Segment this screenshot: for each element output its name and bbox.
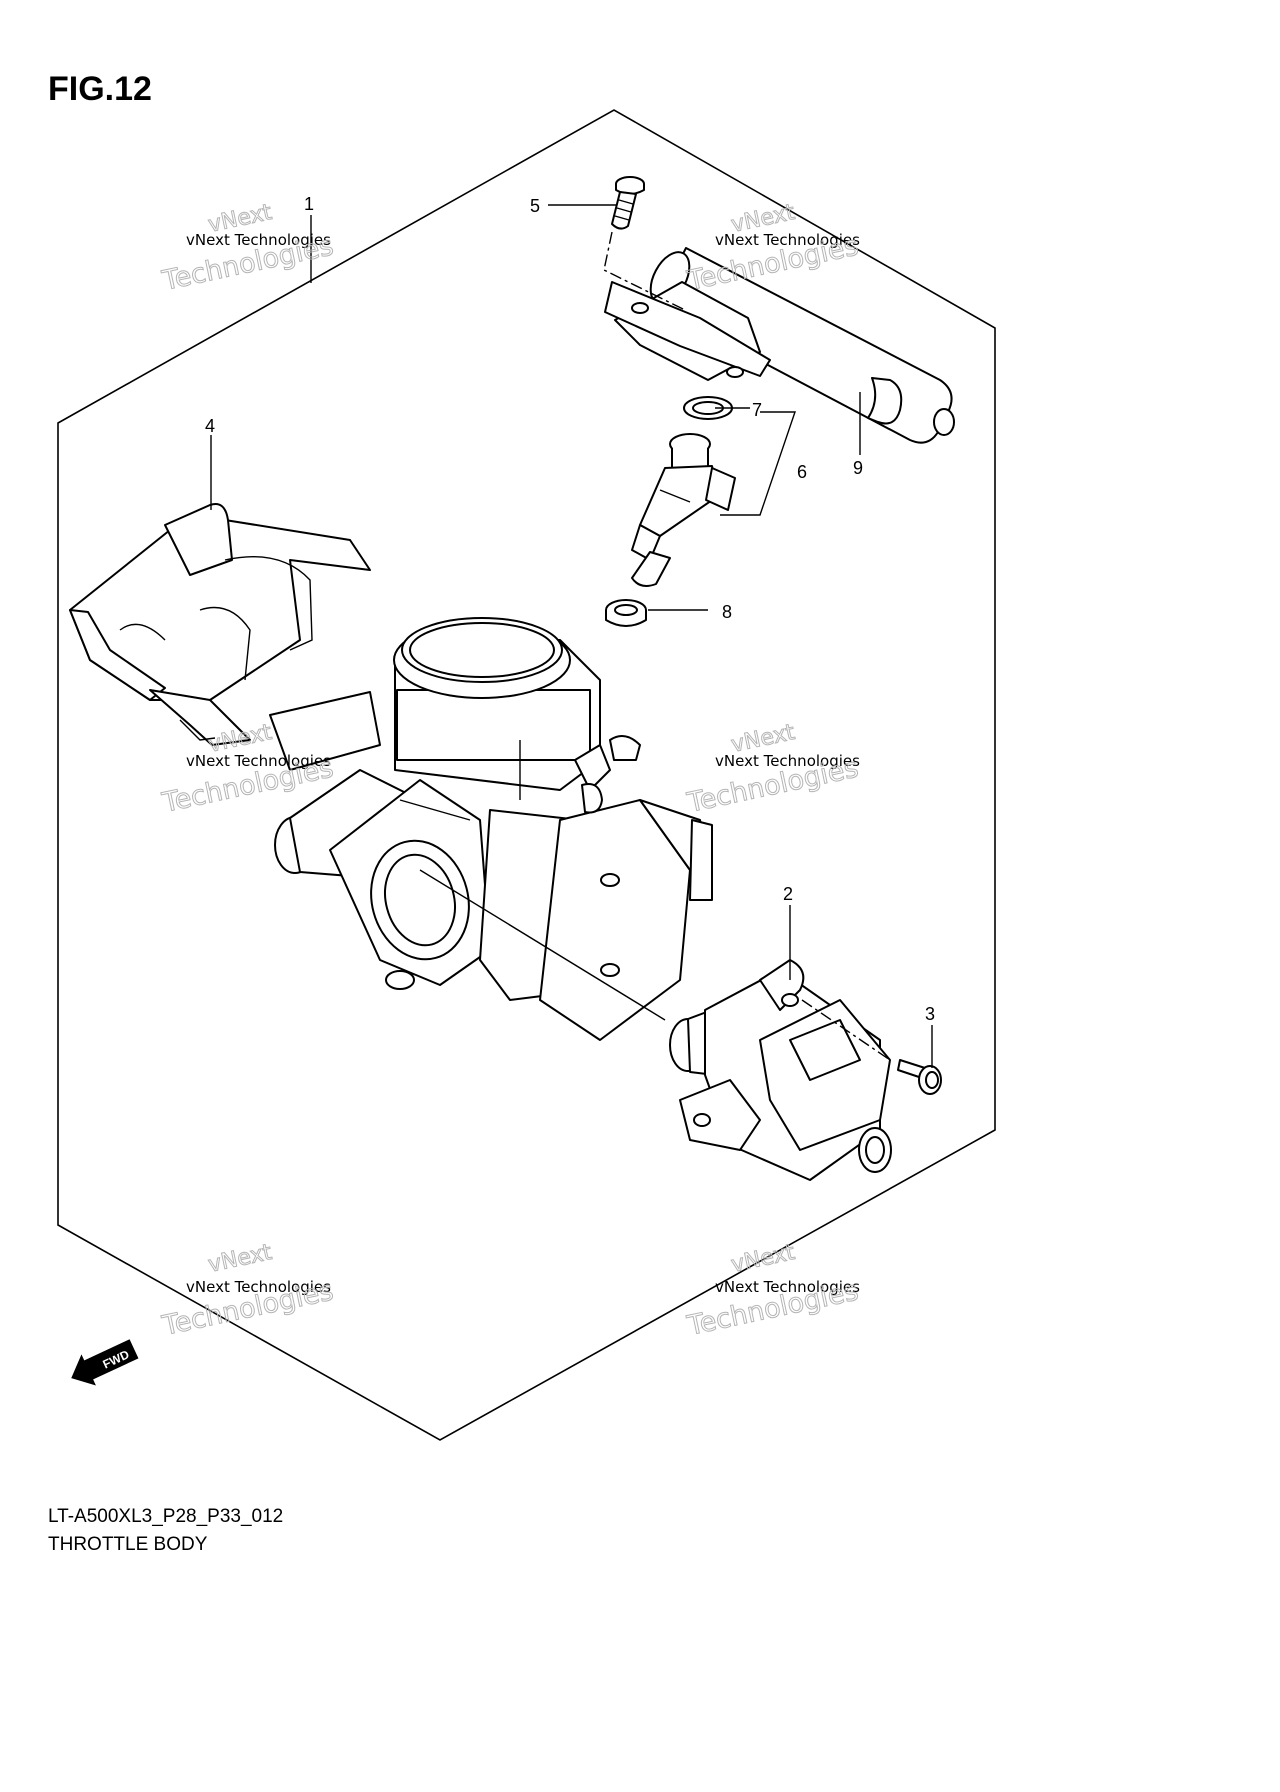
fuel-delivery-pipe xyxy=(604,247,955,444)
callout-numbers: 1 2 3 4 5 6 7 8 9 xyxy=(205,194,935,1024)
fwd-direction-arrow: FWD xyxy=(71,1339,139,1386)
axis-line xyxy=(419,869,666,1021)
callout-8: 8 xyxy=(722,602,732,622)
diagram-name-caption: THROTTLE BODY xyxy=(48,1534,208,1555)
callout-2: 2 xyxy=(783,884,793,904)
callout-4: 4 xyxy=(205,416,215,436)
figure-title: FIG.12 xyxy=(48,70,152,108)
svg-text:vNext Technologies: vNext Technologies xyxy=(186,1278,331,1296)
watermark-top-left: vNext vNext Technologies Technologies xyxy=(159,199,337,297)
callout-5: 5 xyxy=(530,196,540,216)
cover-bracket-part-4 xyxy=(69,503,371,746)
svg-text:vNext Technologies: vNext Technologies xyxy=(715,231,860,249)
svg-text:vNext Technologies: vNext Technologies xyxy=(715,1278,860,1296)
model-code-caption: LT-A500XL3_P28_P33_012 xyxy=(48,1506,283,1527)
svg-text:vNext Technologies: vNext Technologies xyxy=(186,752,331,770)
isc-valve-part-2 xyxy=(669,959,892,1181)
callout-6: 6 xyxy=(797,462,807,482)
svg-text:vNext Technologies: vNext Technologies xyxy=(186,231,331,249)
seal-part-8 xyxy=(605,599,647,627)
isc-alignment-line xyxy=(801,999,891,1061)
callout-3: 3 xyxy=(925,1004,935,1024)
svg-text:vNext: vNext xyxy=(206,1240,274,1278)
svg-text:vNext: vNext xyxy=(729,1240,797,1278)
fuel-injector-part-6 xyxy=(631,433,736,587)
callout-leaders xyxy=(210,204,933,1068)
callout-9: 9 xyxy=(853,458,863,478)
bolt-part-3 xyxy=(897,1059,942,1095)
svg-text:vNext Technologies: vNext Technologies xyxy=(715,752,860,770)
throttle-body-assembly xyxy=(269,617,713,1041)
watermark-bottom-right: vNext vNext Technologies Technologies xyxy=(684,1239,862,1342)
callout-1: 1 xyxy=(304,194,314,214)
callout-7: 7 xyxy=(752,400,762,420)
watermark-middle-right: vNext vNext Technologies Technologies xyxy=(684,719,862,819)
assembly-outline xyxy=(57,109,996,1441)
screw-part-5 xyxy=(611,176,645,230)
watermark-middle-left: vNext vNext Technologies Technologies xyxy=(159,719,337,819)
watermark-bottom-left: vNext vNext Technologies Technologies xyxy=(159,1239,337,1342)
screw-alignment-line xyxy=(603,231,686,311)
watermark-top-right: vNext vNext Technologies Technologies xyxy=(684,199,862,297)
